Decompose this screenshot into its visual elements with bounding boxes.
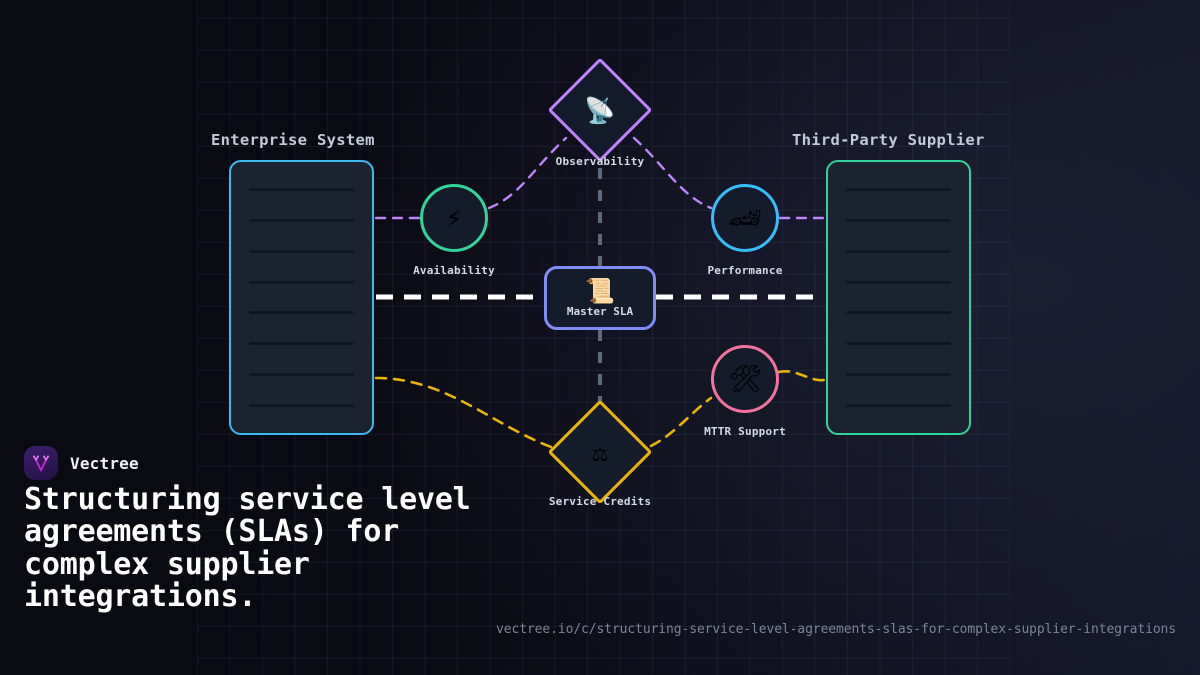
node-mttr-support[interactable]: 🛠 MTTR Support bbox=[704, 345, 786, 438]
panel-placeholder-line bbox=[846, 249, 951, 253]
edge-observability-to-performance bbox=[632, 136, 713, 210]
node-label-availability: Availability bbox=[413, 264, 495, 277]
panel-placeholder-line bbox=[846, 373, 951, 377]
node-service-credits[interactable]: ⚖ Service Credits bbox=[547, 399, 653, 508]
racing-car-icon: 🏎 bbox=[727, 202, 763, 234]
satellite-dish-icon: 📡 bbox=[584, 95, 616, 125]
panel-placeholder-line bbox=[249, 311, 354, 315]
node-label-service-credits: Service Credits bbox=[548, 495, 652, 508]
edge-enterprise-to-service-credits bbox=[374, 376, 568, 454]
edge-service-credits-to-mttr bbox=[632, 396, 713, 454]
panel-placeholder-line bbox=[249, 280, 354, 284]
panel-placeholder-line bbox=[846, 342, 951, 346]
node-label-master-sla: Master SLA bbox=[566, 304, 634, 318]
enterprise-system-panel[interactable] bbox=[229, 160, 374, 435]
panel-placeholder-line bbox=[249, 218, 354, 222]
panel-placeholder-line bbox=[846, 403, 951, 407]
brand: Vectree bbox=[24, 446, 139, 480]
circle-shape: 🏎 bbox=[711, 184, 779, 252]
node-label-performance: Performance bbox=[707, 264, 783, 277]
panel-placeholder-line bbox=[249, 403, 354, 407]
node-label-observability: Observability bbox=[555, 155, 645, 168]
panel-placeholder-line bbox=[249, 249, 354, 253]
edge-mttr-to-supplier bbox=[777, 369, 826, 382]
panel-placeholder-line bbox=[846, 218, 951, 222]
circle-shape: 🛠 bbox=[711, 345, 779, 413]
edge-availability-to-observability bbox=[487, 136, 568, 210]
scroll-icon: 📜 bbox=[585, 276, 615, 305]
panel-placeholder-line bbox=[846, 188, 951, 191]
headline: Structuring service level agreements (SL… bbox=[24, 482, 471, 615]
circle-shape: ⚡ bbox=[420, 184, 488, 252]
column-title-third-party-supplier: Third-Party Supplier bbox=[792, 131, 985, 149]
column-title-enterprise-system: Enterprise System bbox=[211, 131, 375, 149]
panel-placeholder-line bbox=[846, 280, 951, 284]
vectree-tree-logo-icon bbox=[24, 446, 58, 480]
page-url: vectree.io/c/structuring-service-level-a… bbox=[496, 622, 1176, 637]
balance-scale-icon: ⚖ bbox=[592, 437, 608, 467]
panel-placeholder-line bbox=[846, 311, 951, 315]
brand-name: Vectree bbox=[70, 453, 139, 473]
third-party-supplier-panel[interactable] bbox=[826, 160, 971, 435]
node-master-sla[interactable]: 📜 Master SLA bbox=[544, 266, 656, 330]
panel-placeholder-line bbox=[249, 188, 354, 191]
panel-placeholder-line bbox=[249, 373, 354, 377]
lightning-bolt-icon: ⚡ bbox=[445, 202, 463, 234]
node-observability[interactable]: 📡 Observability bbox=[547, 57, 653, 168]
node-label-mttr-support: MTTR Support bbox=[704, 425, 786, 438]
hammer-and-wrench-icon: 🛠 bbox=[727, 363, 763, 395]
panel-placeholder-line bbox=[249, 342, 354, 346]
node-availability[interactable]: ⚡ Availability bbox=[413, 184, 495, 277]
node-performance[interactable]: 🏎 Performance bbox=[707, 184, 782, 277]
